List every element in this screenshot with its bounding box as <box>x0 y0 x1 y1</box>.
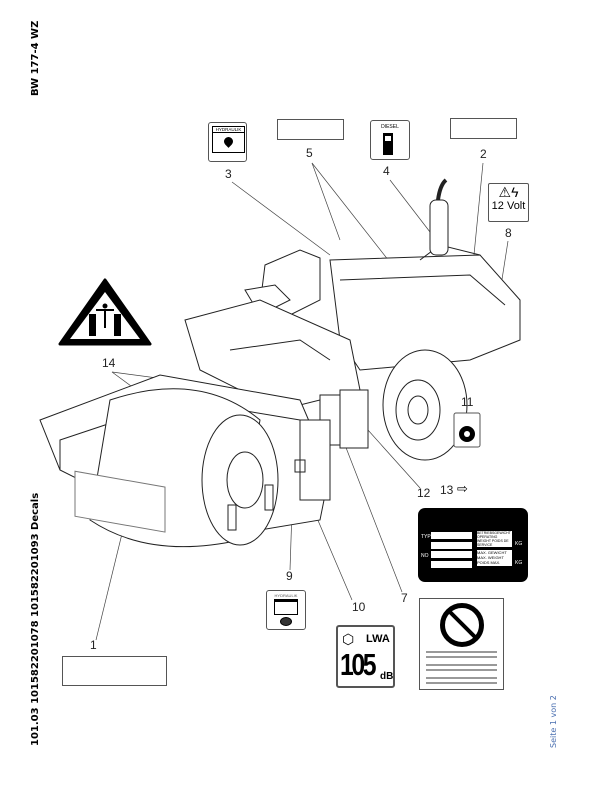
hydraulik-text: HYDRAULIK <box>213 127 244 133</box>
fuel-pump-icon <box>383 133 393 155</box>
type-plate-decal: TYPE NO BETRIEBSGEWICHT OPERATING WEIGHT… <box>418 508 528 582</box>
lwa-text: LWA <box>366 633 390 645</box>
sound-unit: dB <box>380 671 394 682</box>
12-volt-decal: ⚠ϟ 12 Volt <box>488 183 529 222</box>
callout-5: 5 <box>306 146 313 160</box>
oil-can-icon <box>280 617 292 626</box>
callout-12: 12 <box>417 486 431 500</box>
speaker-icon: ⬡ <box>342 631 355 647</box>
hydraulik-text-9: HYDRAULIK <box>274 593 298 598</box>
plate-type-label: TYPE <box>421 534 435 540</box>
volt-text: 12 Volt <box>491 200 526 212</box>
plate-kg-2: KG <box>515 560 523 566</box>
sound-level-decal: ⬡ LWA 105 dB <box>336 625 395 688</box>
plate-max-text: MAX. GEWICHT MAX. WEIGHT POIDS MAX. <box>477 550 512 566</box>
callout-3: 3 <box>225 167 232 181</box>
plate-weight-text: BETRIEBSGEWICHT OPERATING WEIGHT POIDS D… <box>477 531 512 547</box>
sound-level-value: 105 <box>340 647 377 682</box>
callout-1: 1 <box>90 638 97 652</box>
callout-10: 10 <box>352 600 366 614</box>
plate-kg-1: KG <box>515 541 523 547</box>
callout-11: 11 <box>461 395 474 409</box>
callout-2: 2 <box>480 147 487 161</box>
callout-9: 9 <box>286 569 293 583</box>
prohibition-icon <box>439 603 484 647</box>
blank-decal-2 <box>450 118 517 139</box>
blank-decal-5 <box>277 119 344 140</box>
arrow-right-icon: ⇨ <box>457 481 468 496</box>
no-hand-warning-decal <box>419 598 504 690</box>
hydraulik-oil-level-decal: HYDRAULIK <box>266 590 306 630</box>
callout-4: 4 <box>383 164 390 178</box>
plate-no-label: NO <box>421 553 429 559</box>
callout-8: 8 <box>505 226 512 240</box>
callout-14: 14 <box>102 356 116 370</box>
blank-decal-1 <box>62 656 167 686</box>
hydraulik-decal: HYDRAULIK <box>208 122 247 162</box>
diesel-decal: DIESEL <box>370 120 410 160</box>
warning-lightning-icon: ⚠ϟ <box>498 184 519 200</box>
diesel-text: DIESEL <box>381 124 399 130</box>
callout-13: 13 <box>440 483 454 497</box>
callout-7: 7 <box>401 591 408 605</box>
